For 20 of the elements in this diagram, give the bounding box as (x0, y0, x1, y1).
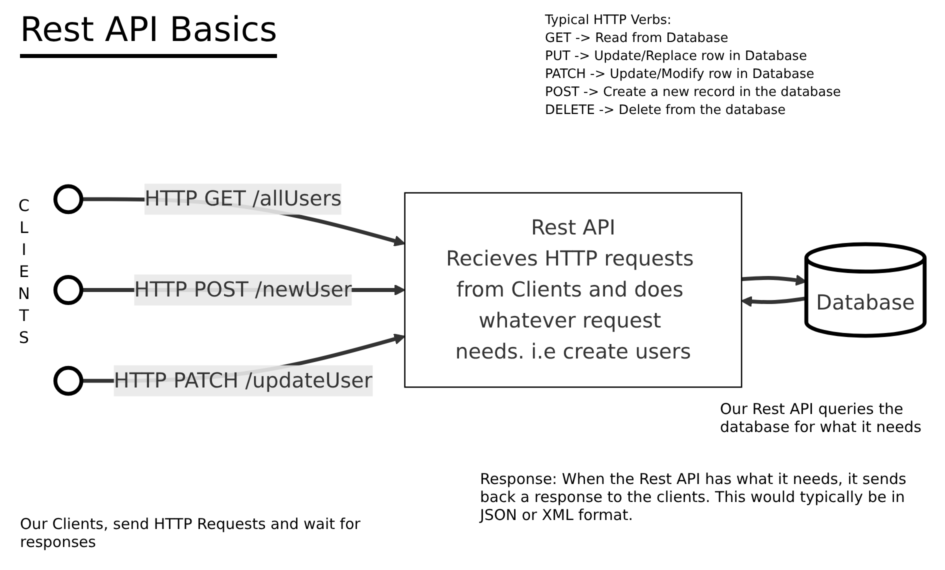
verb-line: PATCH -> Update/Modify row in Database (545, 66, 816, 84)
verb-line: GET -> Read from Database (545, 30, 730, 48)
title: Rest API Basics (20, 10, 278, 58)
note: Our Clients, send HTTP Requests and wait for responses (20, 515, 362, 551)
legend-heading: Typical HTTP Verbs: (545, 12, 672, 30)
note: Response: When the Rest API has what it needs, it sends back a response to the clients. This would typically be in JSON or XML format. (480, 470, 908, 524)
edge-label: HTTP GET /allUsers (144, 186, 342, 211)
node-person (53, 366, 84, 396)
verb-line: POST -> Create a new record in the database (545, 84, 841, 102)
edge-label: HTTP POST /newUser (134, 277, 352, 302)
verb-line: DELETE -> Delete from the database (545, 102, 787, 120)
node-person (53, 275, 84, 305)
arrow (741, 296, 807, 308)
vertical-label: CLIENTS (18, 195, 30, 349)
node-person (53, 184, 84, 214)
node-box: Rest API Recieves HTTP requests from Clients and does whatever request needs. i.e create users (404, 192, 742, 388)
note: Our Rest API queries the database for what it needs (720, 400, 922, 436)
edge-label: HTTP PATCH /updateUser (114, 368, 372, 392)
arrow (741, 274, 807, 286)
verb-line: PUT -> Update/Replace row in Database (545, 48, 808, 66)
